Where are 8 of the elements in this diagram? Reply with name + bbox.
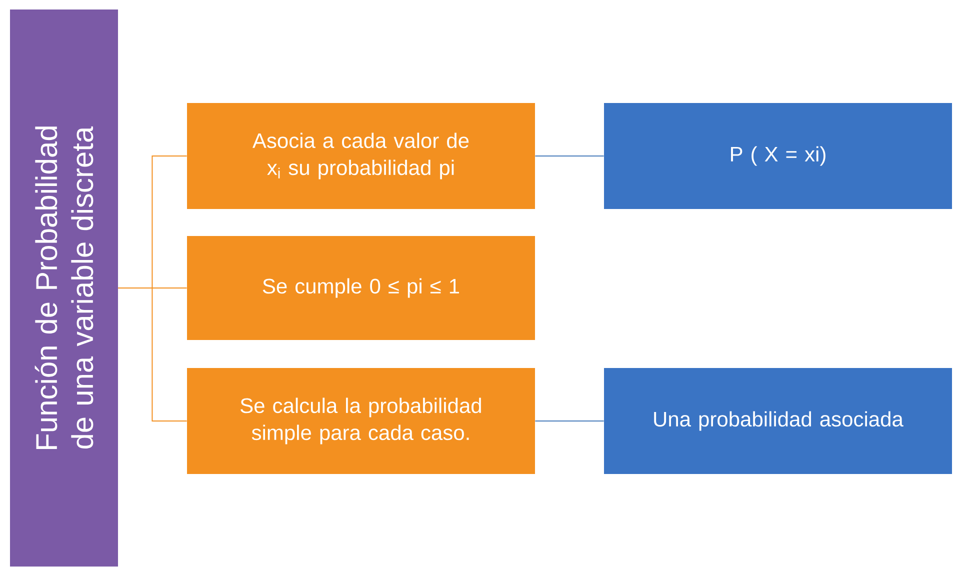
result-box: Una probabilidad asociada (604, 368, 952, 474)
process-box: Se calcula la probabilidad simple para cada caso. (187, 368, 535, 474)
result-box: P ( X = xi) (604, 103, 952, 209)
process-box: Se cumple 0 ≤ pi ≤ 1 (187, 236, 535, 340)
connector-line (118, 288, 188, 422)
connector-line (534, 420, 604, 422)
process-box: Asocia a cada valor de x$_{i}$ su probabilidad pi (187, 103, 535, 209)
title-band: Función de Probabilidad de una variable discreta (10, 10, 118, 566)
